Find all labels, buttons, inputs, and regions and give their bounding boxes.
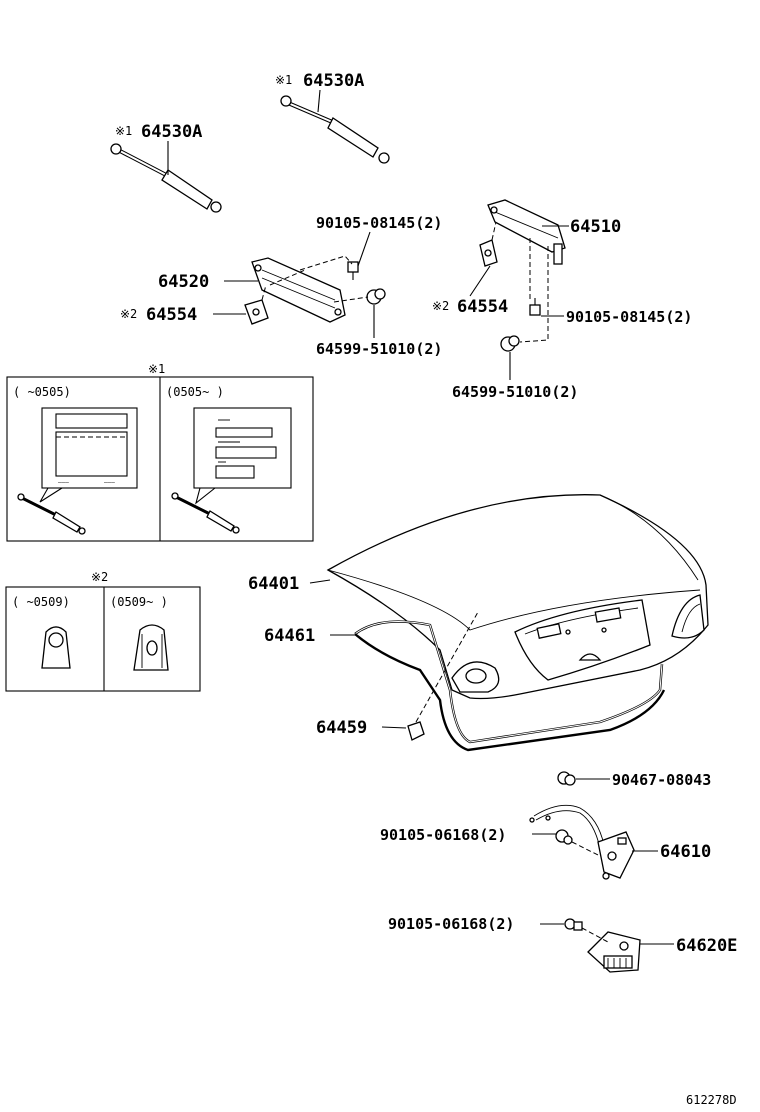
trunk-lock[interactable] [597, 831, 635, 880]
inset2-bracket-new [133, 624, 169, 671]
stud-right-label: 64599-51010(2) [452, 383, 578, 401]
gas-strut-left[interactable] [110, 143, 222, 213]
lid-label: 64401 [248, 574, 299, 594]
inset1-strut-right [171, 492, 240, 534]
strut-left-label: 64530A [141, 122, 202, 142]
stud-left-label: 64599-51010(2) [316, 340, 442, 358]
bracket-left-mark: ※2 [120, 307, 137, 321]
lock-cable [529, 804, 605, 849]
inset1-box [6, 376, 314, 542]
bolt-motor[interactable] [564, 918, 583, 931]
weatherstrip-label: 64461 [264, 626, 315, 646]
cushion-label: 64459 [316, 718, 367, 738]
bracket-left-label: 64554 [146, 305, 197, 325]
stud-right[interactable] [500, 335, 520, 352]
bolt-left-label: 90105-08145(2) [316, 214, 442, 232]
svg-text:———: ——— [58, 479, 69, 486]
inset2-right-range: (0509~ ) [110, 595, 168, 609]
bolt-right[interactable] [529, 298, 541, 316]
inset1-left-range: ( ~0505) [13, 385, 71, 399]
diagram-code: 612278D [686, 1093, 737, 1107]
strut-right-label: 64530A [303, 71, 364, 91]
inset1-right-range: (0505~ ) [166, 385, 224, 399]
stud-left[interactable] [366, 288, 386, 305]
lock-label: 64610 [660, 842, 711, 862]
hinge-left[interactable] [251, 257, 346, 323]
bolt-left[interactable] [347, 261, 359, 280]
hinge-right[interactable] [487, 199, 566, 265]
cushion[interactable] [407, 721, 425, 741]
bracket-right[interactable] [479, 239, 498, 267]
lock-motor[interactable] [587, 931, 641, 973]
bolt-motor-label: 90105-06168(2) [388, 915, 514, 933]
weatherstrip[interactable] [354, 620, 666, 752]
bracket-right-mark: ※2 [432, 299, 449, 313]
bolt-lock-label: 90105-06168(2) [380, 826, 506, 844]
inset2-box [5, 586, 201, 692]
svg-text:———: ——— [104, 479, 115, 486]
inset2-bracket-old [41, 626, 71, 669]
bracket-right-label: 64554 [457, 297, 508, 317]
bolt-right-label: 90105-08145(2) [566, 308, 692, 326]
grommet[interactable] [557, 771, 576, 786]
bracket-left[interactable] [244, 299, 269, 325]
caution-label-right [193, 407, 292, 505]
hinge-right-label: 64510 [570, 217, 621, 237]
inset2-left-range: ( ~0509) [12, 595, 70, 609]
grommet-label: 90467-08043 [612, 771, 711, 789]
trunk-lid[interactable] [326, 494, 709, 700]
inset2-mark: ※2 [91, 570, 108, 584]
gas-strut-right[interactable] [280, 95, 390, 164]
inset1-strut-left [17, 493, 86, 535]
strut-right-mark: ※1 [275, 73, 292, 87]
strut-left-mark: ※1 [115, 124, 132, 138]
caution-label-left: ——— ——— [39, 407, 138, 503]
hinge-left-label: 64520 [158, 272, 209, 292]
inset1-mark: ※1 [148, 362, 165, 376]
bolt-lock[interactable] [555, 829, 573, 845]
motor-label: 64620E [676, 936, 737, 956]
